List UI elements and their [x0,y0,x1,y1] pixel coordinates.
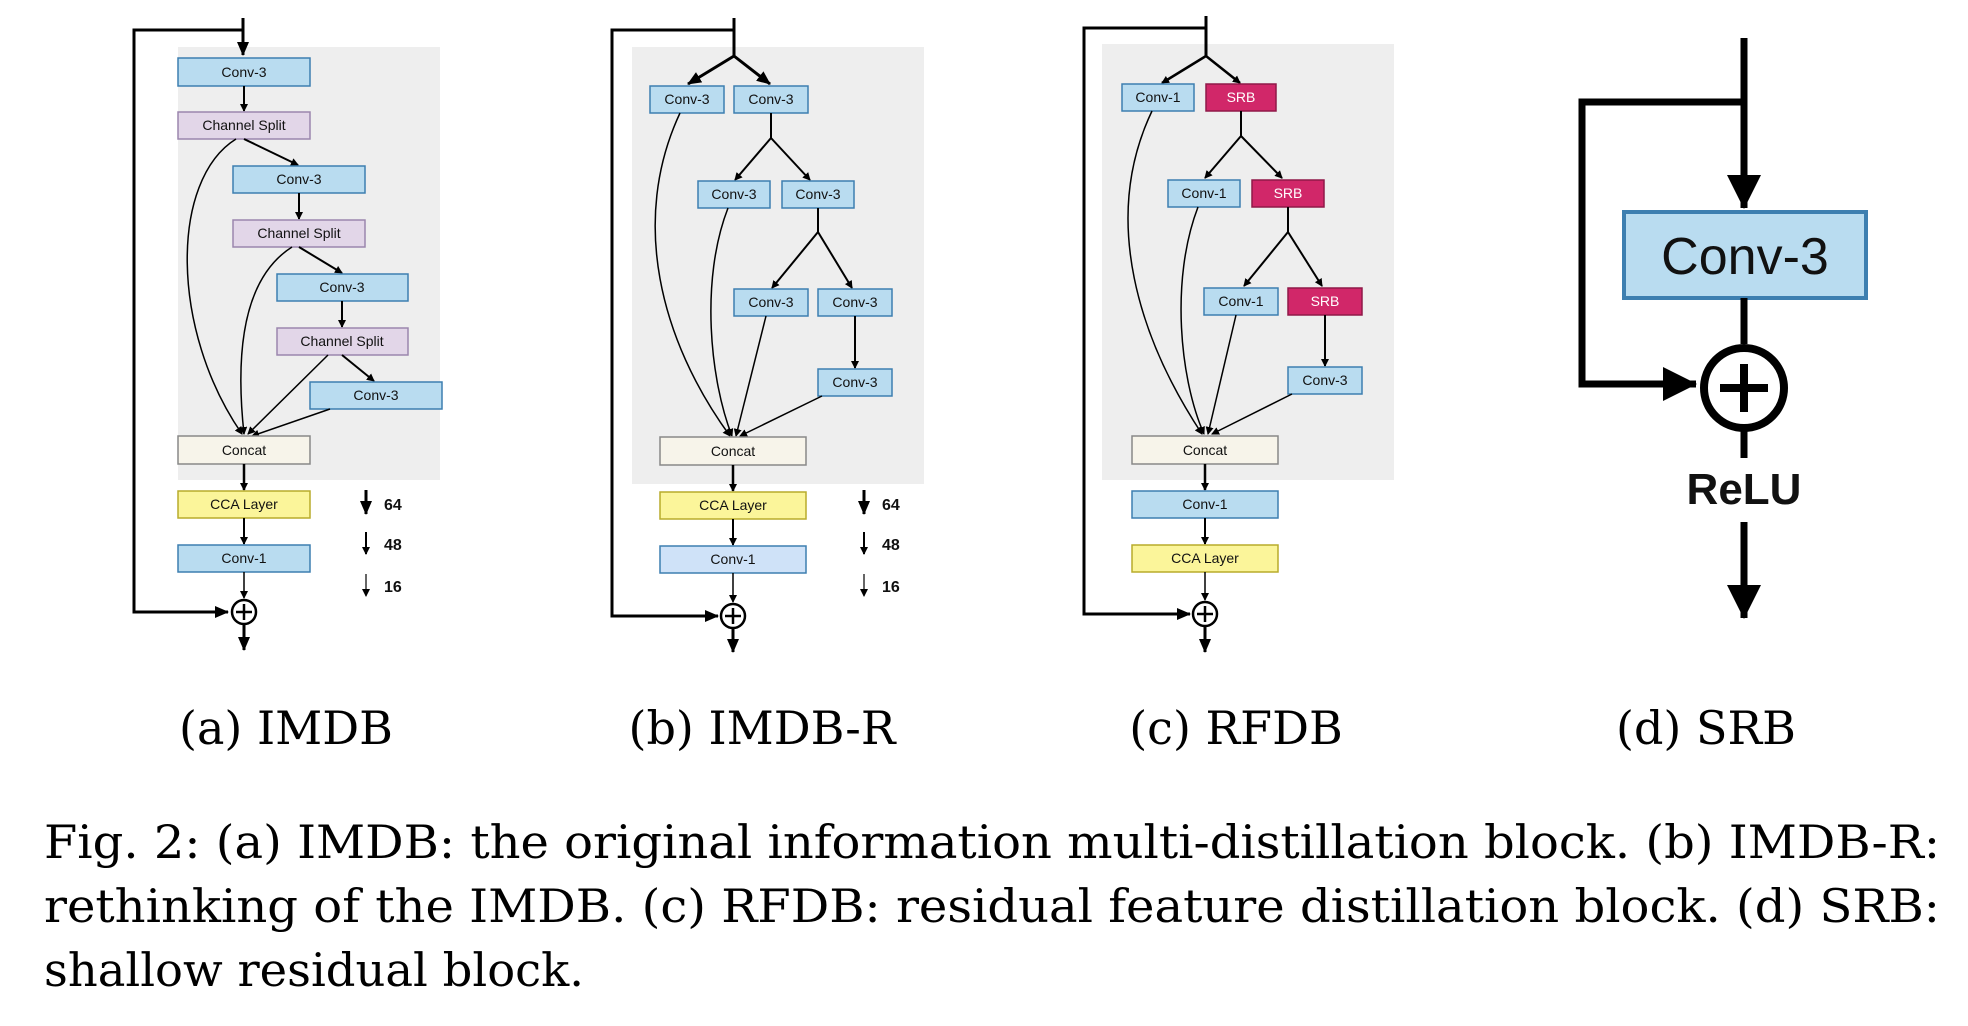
svg-text:Conv-3: Conv-3 [1661,228,1829,286]
imdb-conv3-1: Conv-3 [177,57,311,87]
svg-text:Conv-3: Conv-3 [221,64,266,80]
imdb-r-conv3-a: Conv-3 [649,85,725,114]
imdb-r-concat: Concat [659,436,807,466]
srb-conv3: Conv-3 [1622,210,1868,300]
rfdb-conv1-out: Conv-1 [1131,490,1279,519]
rfdb-srb-b: SRB [1251,179,1325,208]
imdb-channel-split-2: Channel Split [232,219,366,248]
imdb-caption: (a) IMDB [179,701,393,755]
svg-text:Concat: Concat [222,442,266,458]
panel-rfdb: Conv-1 SRB Conv-1 SRB Conv-1 SRB [1082,16,1394,755]
svg-text:Channel Split: Channel Split [202,117,285,133]
imdb-conv3-2: Conv-3 [232,165,366,194]
imdb-r-add-icon [719,602,747,630]
svg-text:Conv-1: Conv-1 [710,551,755,567]
svg-text:SRB: SRB [1274,185,1303,201]
imdb-r-conv3-e: Conv-3 [733,288,809,317]
svg-text:CCA Layer: CCA Layer [210,496,278,512]
rfdb-concat: Concat [1131,435,1279,465]
svg-text:Channel Split: Channel Split [300,333,383,349]
svg-text:Concat: Concat [711,443,755,459]
rfdb-conv1-a: Conv-1 [1121,83,1195,112]
rfdb-conv3: Conv-3 [1287,366,1363,395]
svg-text:16: 16 [882,579,900,596]
figure-caption: Fig. 2: (a) IMDB: the original informati… [44,815,1940,997]
imdb-concat: Concat [177,435,311,465]
svg-text:Concat: Concat [1183,442,1227,458]
svg-text:Conv-3: Conv-3 [276,171,321,187]
imdb-conv1: Conv-1 [177,544,311,573]
rfdb-conv1-b: Conv-1 [1167,179,1241,208]
svg-text:Conv-1: Conv-1 [1218,293,1263,309]
svg-text:Conv-3: Conv-3 [748,91,793,107]
svg-text:Conv-3: Conv-3 [353,387,398,403]
svg-text:SRB: SRB [1227,89,1256,105]
imdb-r-conv3-d: Conv-3 [781,180,855,209]
imdb-conv3-3: Conv-3 [276,273,409,302]
imdb-conv3-4: Conv-3 [309,381,443,410]
caption-line-2: rethinking of the IMDB. (c) RFDB: residu… [44,879,1940,933]
svg-text:Conv-1: Conv-1 [1135,89,1180,105]
svg-text:Conv-3: Conv-3 [832,294,877,310]
svg-text:SRB: SRB [1311,293,1340,309]
panel-imdb: Conv-3 Channel Split Conv-3 Channel Spli… [132,18,443,755]
rfdb-srb-a: SRB [1205,83,1277,112]
imdb-r-background [632,47,924,484]
svg-text:Conv-1: Conv-1 [1181,185,1226,201]
srb-caption: (d) SRB [1616,701,1796,755]
svg-text:Conv-1: Conv-1 [221,550,266,566]
caption-line-3: shallow residual block. [44,943,584,997]
imdb-r-conv3-g: Conv-3 [817,368,893,397]
svg-text:Channel Split: Channel Split [257,225,340,241]
imdb-channel-split-1: Channel Split [177,111,311,140]
svg-text:48: 48 [882,537,900,554]
imdb-add-icon [230,598,258,626]
rfdb-background [1102,44,1394,480]
rfdb-conv1-c: Conv-1 [1203,287,1279,316]
svg-text:16: 16 [384,579,402,596]
svg-text:Conv-3: Conv-3 [832,374,877,390]
caption-line-1: Fig. 2: (a) IMDB: the original informati… [44,815,1940,869]
imdb-r-conv3-f: Conv-3 [817,288,893,317]
svg-text:48: 48 [384,537,402,554]
svg-text:Conv-3: Conv-3 [319,279,364,295]
svg-text:Conv-1: Conv-1 [1182,496,1227,512]
imdb-r-conv1: Conv-1 [659,545,807,574]
srb-add-icon [1700,344,1788,432]
svg-text:64: 64 [384,497,402,514]
imdb-r-conv3-b: Conv-3 [733,85,809,114]
rfdb-cca-layer: CCA Layer [1131,544,1279,573]
imdb-r-channel-legend: 64 48 16 [858,490,900,597]
rfdb-caption: (c) RFDB [1129,701,1343,755]
svg-text:Conv-3: Conv-3 [664,91,709,107]
panel-imdb-r: Conv-3 Conv-3 Conv-3 Conv-3 Conv-3 Conv-… [610,18,924,755]
svg-text:Conv-3: Conv-3 [748,294,793,310]
rfdb-srb-c: SRB [1287,287,1363,316]
svg-text:64: 64 [882,497,900,514]
srb-relu-label: ReLU [1687,465,1802,514]
imdb-r-caption: (b) IMDB-R [629,701,897,755]
svg-text:Conv-3: Conv-3 [1302,372,1347,388]
svg-text:Conv-3: Conv-3 [795,186,840,202]
svg-text:Conv-3: Conv-3 [711,186,756,202]
svg-text:CCA Layer: CCA Layer [699,497,767,513]
imdb-cca-layer: CCA Layer [177,490,311,519]
imdb-r-conv3-c: Conv-3 [697,180,771,209]
rfdb-add-icon [1191,600,1219,628]
panel-srb: Conv-3 ReLU (d) SRB [1578,38,1868,755]
imdb-r-cca-layer: CCA Layer [659,491,807,520]
imdb-channel-split-3: Channel Split [276,327,409,356]
imdb-channel-legend: 64 48 16 [360,490,402,597]
svg-text:CCA Layer: CCA Layer [1171,550,1239,566]
